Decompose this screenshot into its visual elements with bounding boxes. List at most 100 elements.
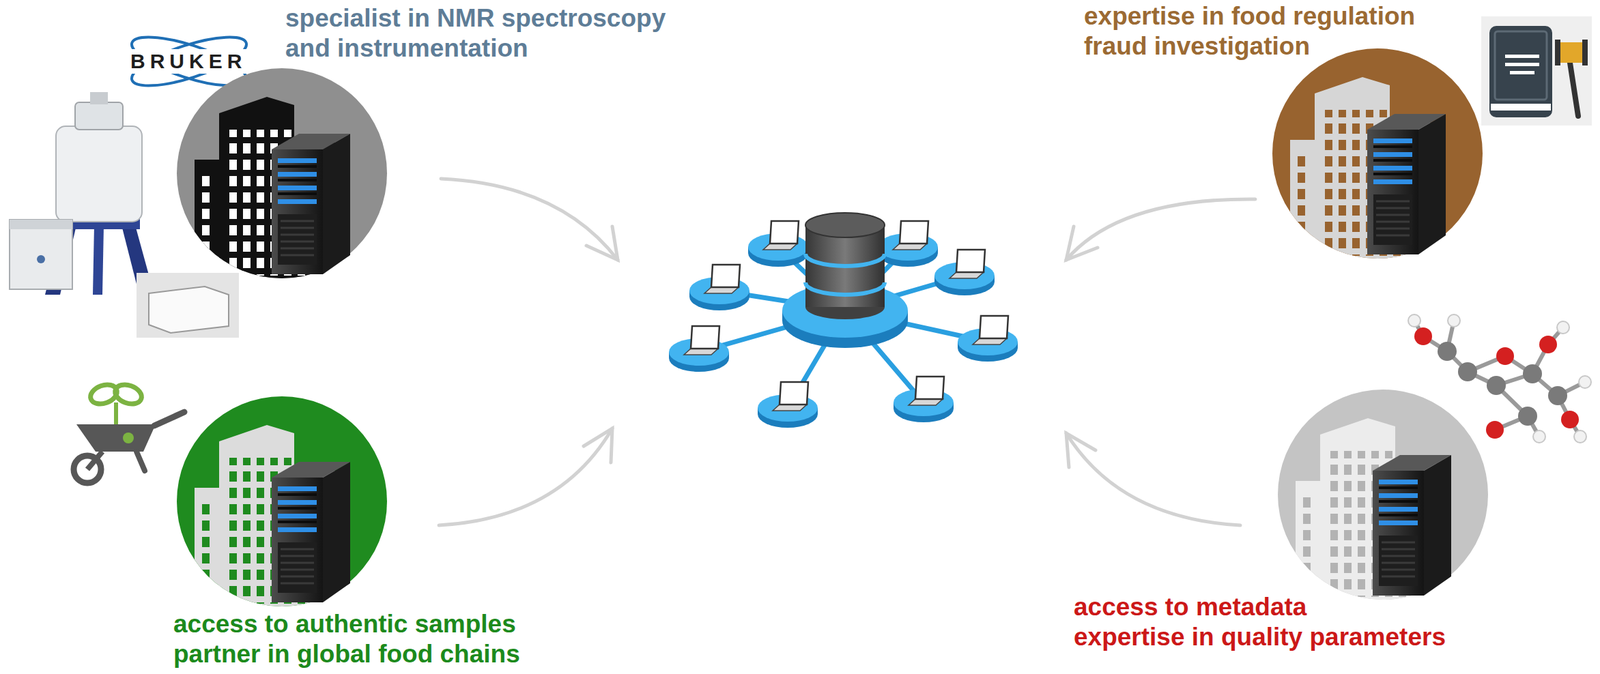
molecule-icon-part bbox=[1574, 430, 1587, 444]
stakeholder-circle: specialist in NMR spectroscopy and instr… bbox=[176, 68, 388, 279]
label-holder: BRUKER bbox=[128, 49, 249, 74]
molecule-icon-part bbox=[1414, 327, 1433, 346]
molecule-icon-part bbox=[1518, 406, 1538, 426]
database-network-part bbox=[934, 249, 995, 296]
server-icon bbox=[1367, 113, 1446, 255]
wheelbarrow-icon-part bbox=[112, 381, 145, 408]
molecule-icon-part bbox=[1539, 335, 1557, 354]
role-text: access to metadata bbox=[1073, 592, 1307, 623]
server-icon bbox=[1372, 455, 1452, 596]
nmr-spectrometer-part bbox=[136, 273, 239, 338]
role-text: specialist in NMR spectroscopy and instr… bbox=[285, 3, 682, 64]
molecule-icon-part bbox=[1437, 341, 1457, 362]
role-text: expertise in quality parameters bbox=[1073, 622, 1446, 653]
law-book-icon-part bbox=[1505, 62, 1540, 67]
law-book-icon bbox=[1481, 16, 1592, 126]
text-holder: specialist in NMR spectroscopy and instr… bbox=[285, 3, 682, 64]
circle-shape bbox=[1277, 389, 1489, 600]
role-text: expertise in food regulation bbox=[1083, 1, 1416, 32]
flow-arrows-part bbox=[586, 226, 618, 261]
nmr-spectrometer-part bbox=[36, 255, 46, 264]
text-holder: access to authentic samples bbox=[173, 609, 517, 640]
molecule-icon-part bbox=[1522, 364, 1542, 384]
nmr-spectrometer-part bbox=[9, 219, 73, 290]
molecule-icon-part bbox=[1486, 376, 1506, 396]
database-network bbox=[668, 212, 1018, 428]
database-network-part bbox=[805, 253, 885, 267]
circle-shape bbox=[176, 68, 388, 279]
wheelbarrow-icon-part bbox=[154, 412, 185, 426]
flow-arrows bbox=[438, 178, 1256, 526]
nmr-spectrometer-part bbox=[92, 225, 104, 295]
molecule-icon-part bbox=[1486, 421, 1504, 439]
law-book-icon-part bbox=[1569, 62, 1579, 117]
wheelbarrow-icon bbox=[73, 381, 185, 484]
molecule-icon-part bbox=[1578, 376, 1592, 389]
database-network-part bbox=[668, 326, 730, 373]
molecule-icon-part bbox=[1447, 314, 1461, 327]
text-holder: access to metadata bbox=[1073, 592, 1307, 623]
text-holder: fraud investigation bbox=[1083, 31, 1310, 62]
molecule-icon-part bbox=[1533, 430, 1546, 444]
wheelbarrow-icon-part bbox=[73, 455, 102, 484]
database-network-part bbox=[805, 282, 885, 295]
circle-shape bbox=[176, 396, 388, 607]
law-book-icon-part bbox=[1490, 103, 1551, 111]
circle-fill bbox=[176, 396, 388, 607]
flow-arrows-part bbox=[438, 428, 613, 526]
molecule-icon-part bbox=[1496, 347, 1514, 366]
molecule-icon-part bbox=[1556, 321, 1570, 334]
stakeholder-circle: access to metadataexpertise in quality p… bbox=[1277, 389, 1489, 600]
circle-fill bbox=[176, 68, 388, 279]
flow-arrows-part bbox=[1066, 433, 1096, 468]
law-book-icon-part bbox=[1494, 31, 1547, 100]
law-book-icon-part bbox=[1481, 16, 1592, 126]
molecule-icon-part bbox=[1458, 362, 1478, 382]
database-network-part bbox=[689, 264, 750, 311]
law-book-icon-part bbox=[1505, 54, 1540, 59]
wheelbarrow-icon-part bbox=[76, 424, 156, 452]
flow-arrows-part bbox=[1066, 433, 1241, 526]
database-network-part bbox=[805, 212, 885, 238]
text-holder: partner in global food chains bbox=[173, 639, 521, 670]
role-text: access to authentic samples bbox=[173, 609, 517, 640]
nmr-spectrometer-part bbox=[55, 126, 142, 222]
law-book-icon-part bbox=[1509, 70, 1535, 75]
nmr-spectrometer-part bbox=[148, 286, 229, 334]
law-book-icon-part bbox=[1557, 42, 1585, 63]
role-text: fraud investigation bbox=[1083, 31, 1310, 62]
law-book-icon-part bbox=[1582, 39, 1588, 66]
flow-arrows-part bbox=[1066, 199, 1256, 261]
wheelbarrow-icon-part bbox=[136, 451, 145, 471]
database-network-part bbox=[748, 221, 809, 267]
text-holder: expertise in quality parameters bbox=[1073, 622, 1446, 653]
stakeholder-circle: access to authentic samplespartner in gl… bbox=[176, 396, 388, 607]
law-book-icon-part bbox=[1489, 25, 1553, 118]
circle-shape bbox=[1272, 48, 1483, 259]
text-holder: expertise in food regulation bbox=[1083, 1, 1416, 32]
server-icon bbox=[271, 462, 351, 603]
law-book-icon-part bbox=[1554, 39, 1561, 66]
wheelbarrow-icon-part bbox=[113, 402, 119, 425]
flow-arrows-part bbox=[440, 178, 618, 261]
database-network-part bbox=[893, 376, 954, 423]
nmr-spectrometer-part bbox=[90, 92, 108, 105]
server-icon bbox=[271, 133, 351, 275]
molecule-icon-part bbox=[1548, 386, 1568, 406]
wheelbarrow-icon-part bbox=[122, 432, 134, 444]
circle-fill bbox=[1277, 389, 1489, 600]
circle-fill bbox=[1272, 48, 1483, 259]
flow-arrows-part bbox=[583, 428, 613, 463]
nmr-spectrometer-part bbox=[75, 102, 123, 130]
database-network-part bbox=[757, 382, 818, 428]
database-network-part bbox=[877, 221, 938, 267]
stakeholder-circle: expertise in food regulationfraud invest… bbox=[1272, 48, 1483, 259]
database-network-part bbox=[957, 316, 1018, 362]
role-text: partner in global food chains bbox=[173, 639, 521, 670]
logo-text: BRUKER bbox=[128, 49, 249, 74]
nmr-spectrometer-part bbox=[9, 219, 73, 230]
molecule-icon-part bbox=[1408, 314, 1421, 327]
flow-arrows-part bbox=[1066, 226, 1098, 261]
